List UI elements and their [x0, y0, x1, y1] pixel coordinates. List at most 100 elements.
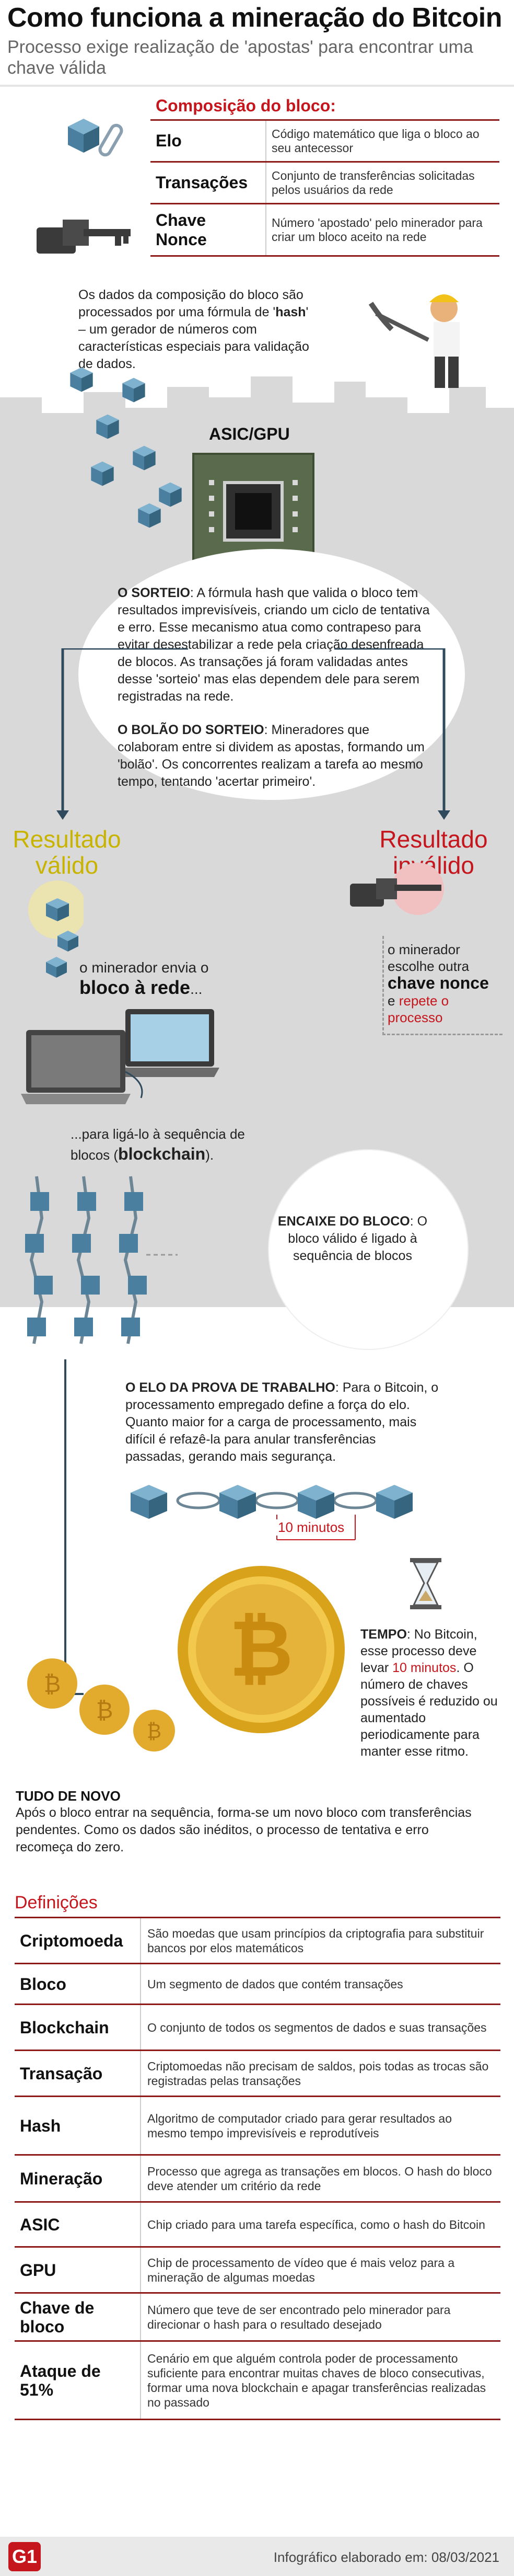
composition-term: Transações	[156, 173, 248, 192]
composition-term: Elo	[156, 131, 182, 150]
miner-sends-body: o minerador envia o	[79, 959, 209, 976]
cube-icon	[122, 377, 145, 403]
blockchain-chains	[25, 1176, 178, 1344]
cube-icon	[133, 445, 156, 471]
footer	[0, 2537, 514, 2576]
result-valid-label: Resultado válido	[13, 826, 121, 879]
city-skyline	[0, 366, 514, 413]
definition-desc: Um segmento de dados que contém transaçõ…	[140, 1964, 500, 2003]
divider	[0, 85, 514, 87]
miner-chooses-and: e	[388, 993, 395, 1009]
tempo-heading: TEMPO	[360, 1627, 407, 1642]
encaixe-body: : O bloco válido é ligado à sequência de…	[288, 1214, 428, 1263]
definition-desc: Cenário em que alguém controla poder de …	[140, 2342, 500, 2419]
hash-intro-text: Os dados da composição do bloco são proc…	[78, 288, 303, 319]
proof-text: O ELO DA PROVA DE TRABALHO: Para o Bitco…	[125, 1379, 439, 1466]
definitions-title: Definições	[15, 1893, 98, 1913]
definition-term: Transação	[20, 2064, 103, 2083]
composition-desc: Número 'apostado' pelo minerador para cr…	[265, 204, 499, 255]
credit-text: Infográfico elaborado em: 08/03/2021	[273, 2549, 499, 2565]
encaixe-bubble	[269, 1150, 468, 1349]
proof-body: : Para o Bitcoin, o processamento empreg…	[125, 1380, 439, 1464]
composition-desc: Conjunto de transferências solicitadas p…	[265, 163, 499, 203]
definition-desc: Algoritmo de computador criado para gera…	[140, 2097, 500, 2154]
page-title: Como funciona a mineração do Bitcoin	[7, 3, 503, 33]
definition-desc: Criptomoedas não precisam de saldos, poi…	[140, 2051, 500, 2096]
miner-illustration	[368, 294, 460, 388]
g1-logo[interactable]: G1	[8, 2542, 41, 2571]
definition-desc: Número que teve de ser encontrado pelo m…	[140, 2294, 500, 2340]
definition-row: Ataque de 51% Cenário em que alguém contr…	[15, 2342, 500, 2420]
composition-title: Composição do bloco:	[156, 96, 336, 115]
definition-row: Chave de bloco Número que teve de ser enc…	[15, 2294, 500, 2342]
sorteio-heading: O SORTEIO	[118, 586, 190, 600]
link-chain-text: ...para ligá-lo à sequência de blocos (b…	[71, 1124, 269, 1165]
tempo-text: TEMPO: No Bitcoin, esse processo deve le…	[360, 1626, 501, 1760]
hash-term: hash	[275, 305, 306, 319]
hourglass-icon	[410, 1558, 441, 1609]
composition-row: Chave Nonce Número 'apostado' pelo miner…	[150, 204, 499, 257]
link-icon	[98, 123, 123, 157]
bitcoin-symbol-icon: ₿	[229, 1605, 293, 1692]
composition-row: Transações Conjunto de transferências so…	[150, 163, 499, 204]
tempo-body-1: : No Bitcoin, esse processo deve levar	[360, 1627, 477, 1675]
result-arrows	[56, 648, 450, 820]
svg-text:₿: ₿	[96, 1698, 113, 1723]
page-subtitle: Processo exige realização de 'apostas' p…	[7, 37, 473, 78]
encaixe-heading: ENCAIXE DO BLOCO	[277, 1214, 410, 1229]
cube-icon	[68, 119, 99, 153]
definition-term: Ataque de 51%	[20, 2361, 101, 2399]
definition-desc: Processo que agrega as transações em blo…	[140, 2156, 500, 2201]
definition-desc: São moedas que usam princípios da cripto…	[140, 1918, 500, 1963]
miner-sends-text: o minerador envia o bloco à rede...	[79, 958, 236, 999]
cube-icon	[138, 503, 161, 528]
hash-intro-text-end: ' – um gerador de números com caracterís…	[78, 305, 309, 371]
blockchain-term: blockchain	[118, 1144, 206, 1163]
svg-text:₿: ₿	[44, 1671, 61, 1697]
again-text: Após o bloco entrar na sequência, forma-…	[16, 1805, 472, 1854]
miner-sends-bold: bloco à rede	[79, 977, 191, 998]
bitcoin-coins: ₿ ₿ ₿ ₿	[27, 1566, 345, 1751]
definition-row: ASIC Chip criado para uma tarefa específi…	[15, 2203, 500, 2248]
again-section: TUDO DE NOVO Após o bloco entrar na sequ…	[16, 1788, 486, 1856]
tempo-red: 10 minutos	[392, 1661, 457, 1675]
invalid-box	[382, 936, 503, 1035]
cube-icon	[91, 461, 114, 486]
miner-chooses-bold: chave nonce	[388, 974, 489, 992]
definition-term: ASIC	[20, 2215, 60, 2234]
definition-row: Criptomoeda São moedas que usam princípio…	[15, 1918, 500, 1964]
composition-term: Chave Nonce	[156, 210, 207, 249]
miner-chooses-red: repete o processo	[388, 993, 449, 1025]
link-chain-body: ...para ligá-lo à sequência de blocos (	[71, 1126, 245, 1163]
miner-chooses-body: o minerador escolhe outra	[388, 942, 470, 974]
chip-label: ASIC/GPU	[209, 425, 290, 443]
hash-intro: Os dados da composição do bloco são proc…	[78, 287, 319, 373]
definitions-table: Criptomoeda São moedas que usam princípio…	[15, 1917, 500, 2420]
definition-desc: Chip criado para uma tarefa específica, …	[140, 2203, 500, 2246]
bolao-text: O BOLÃO DO SORTEIO: Mineradores que cola…	[118, 722, 431, 791]
miner-chooses-text: o minerador escolhe outra chave nonce e …	[388, 941, 503, 1026]
bolao-heading: O BOLÃO DO SORTEIO	[118, 723, 264, 737]
again-title: TUDO DE NOVO	[16, 1788, 121, 1804]
definition-term: Chave de bloco	[20, 2298, 95, 2336]
definition-term: Criptomoeda	[20, 1931, 123, 1950]
composition-row: Elo Código matemático que liga o bloco a…	[150, 121, 499, 163]
svg-text:₿: ₿	[147, 1721, 161, 1743]
laptops-icon	[21, 1009, 219, 1104]
miner-sends-ellipsis: ...	[190, 981, 203, 997]
explanation-bubble	[78, 549, 465, 800]
composition-desc: Código matemático que liga o bloco ao se…	[265, 121, 499, 161]
tempo-body-2: . O número de chaves possíveis é reduzid…	[360, 1661, 498, 1759]
definition-desc: O conjunto de todos os segmentos de dado…	[140, 2005, 500, 2050]
cube-icon	[96, 414, 119, 439]
key-icon	[37, 220, 131, 254]
link-chain-end: ).	[205, 1147, 214, 1163]
bolao-body: : Mineradores que colaboram entre si div…	[118, 723, 425, 789]
definition-term: Mineração	[20, 2169, 103, 2188]
definition-term: Hash	[20, 2116, 61, 2135]
definition-term: GPU	[20, 2260, 56, 2280]
definition-row: Transação Criptomoedas não precisam de sa…	[15, 2051, 500, 2097]
